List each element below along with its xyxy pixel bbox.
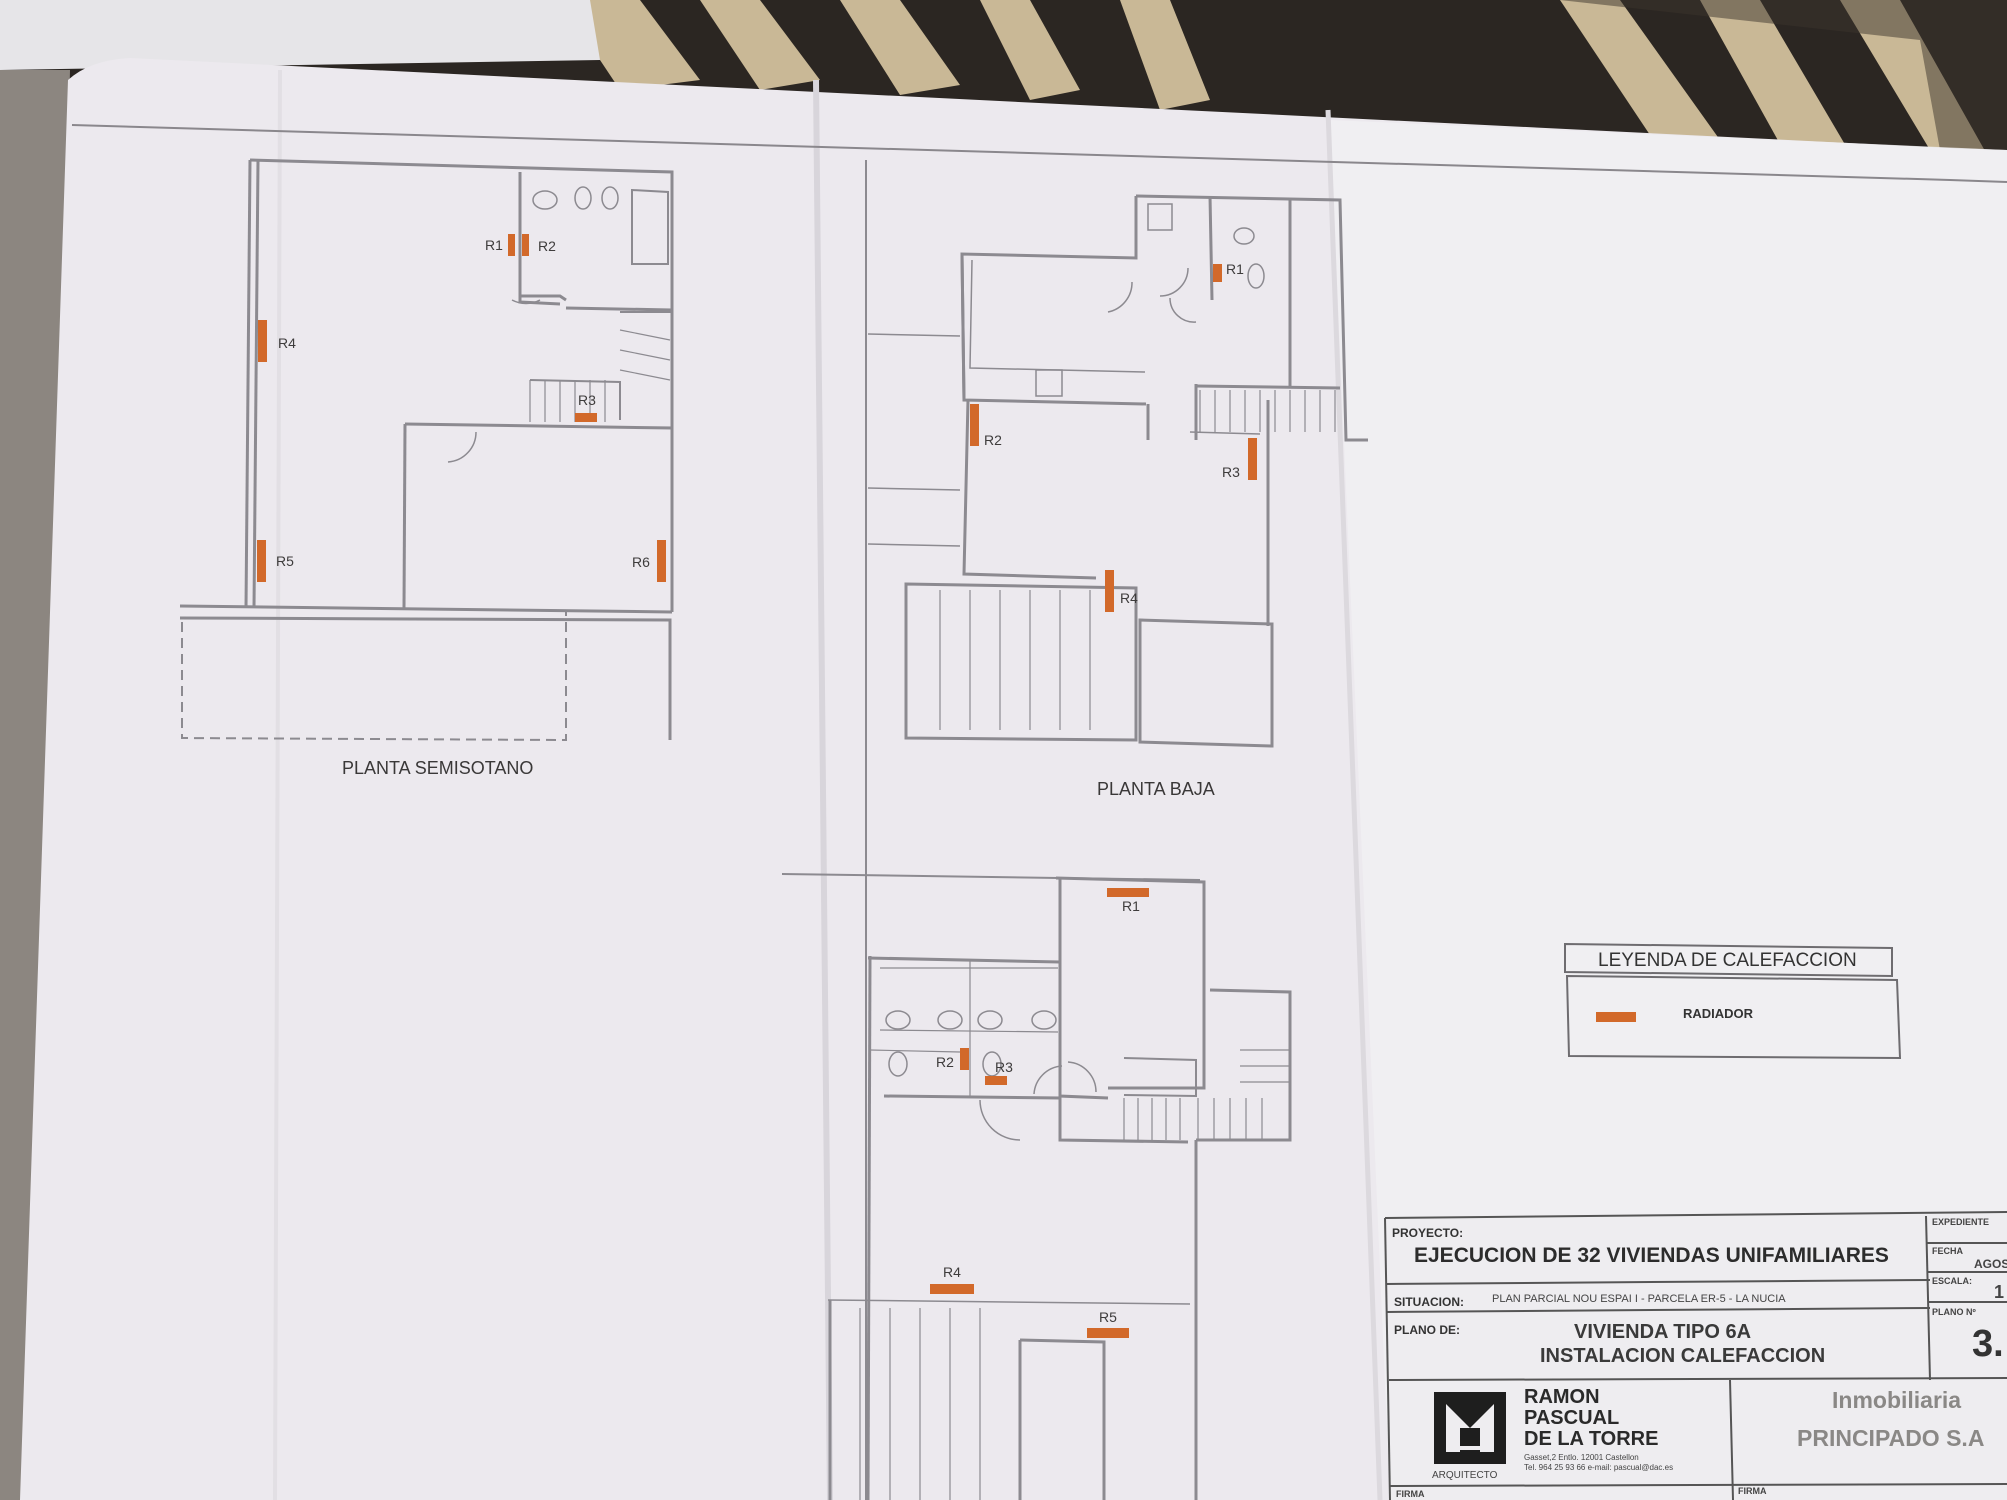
radiator-r3 (1248, 438, 1257, 480)
architect-line1: RAMON (1524, 1386, 1600, 1408)
radiator-r6 (657, 540, 666, 582)
radiator-labels-upper: R1 R2 R3 R4 R5 (936, 898, 1140, 1325)
fecha-label: FECHA (1932, 1246, 1963, 1256)
architect-address: Gasset,2 Entlo. 12001 Castellon (1524, 1453, 1639, 1462)
radiator-r4 (930, 1284, 974, 1294)
fold-crease (813, 79, 833, 1500)
radiators-baja (970, 264, 1257, 612)
client-line2: PRINCIPADO S.A (1797, 1425, 1984, 1451)
fold-crease (273, 69, 282, 1500)
radiators-semisotano (257, 234, 666, 582)
project-name: EJECUCION DE 32 VIVIENDAS UNIFAMILIARES (1414, 1244, 1889, 1267)
radiator-r4 (258, 320, 267, 362)
plan-line2: INSTALACION CALEFACCION (1540, 1345, 1825, 1367)
radiator-r3 (575, 413, 597, 422)
radiators-upper (930, 888, 1149, 1338)
radiator-r1 (1107, 888, 1149, 897)
fecha-value: AGOS (1974, 1257, 2007, 1271)
radiator-label: R3 (995, 1059, 1013, 1075)
radiator-label: R3 (578, 392, 596, 408)
radiator-label: R2 (538, 238, 556, 254)
situation-label: SITUACION: (1394, 1295, 1464, 1309)
loose-paper (0, 0, 600, 70)
architect-line3: DE LA TORRE (1524, 1428, 1658, 1450)
plan-line1: VIVIENDA TIPO 6A (1574, 1321, 1751, 1343)
escala-label: ESCALA: (1932, 1276, 1972, 1286)
plan-label: PLANO DE: (1394, 1323, 1460, 1337)
firma-label-left: FIRMA (1396, 1489, 1425, 1499)
radiator-r1 (1213, 264, 1222, 282)
plan-baja (865, 160, 1368, 1500)
radiator-label: R1 (485, 237, 503, 253)
heating-legend: LEYENDA DE CALEFACCION RADIADOR (1564, 942, 1902, 1060)
expediente-label: EXPEDIENTE (1932, 1217, 1989, 1227)
radiator-r5 (1087, 1328, 1129, 1338)
plan-title-baja: PLANTA BAJA (1097, 779, 1215, 799)
plano-num-label: PLANO Nº (1932, 1307, 1977, 1317)
radiator-label: R1 (1226, 261, 1244, 277)
plan-upper (781, 873, 1292, 1500)
legend-title: LEYENDA DE CALEFACCION (1598, 950, 1857, 971)
client-line1: Inmobiliaria (1832, 1387, 1961, 1413)
plano-num-value: 3. (1972, 1323, 2004, 1365)
radiator-label: R4 (943, 1264, 961, 1280)
radiator-r2 (960, 1048, 969, 1070)
radiator-label: R5 (1099, 1309, 1117, 1325)
radiator-r5 (257, 540, 266, 582)
legend-radiator-swatch (1596, 1012, 1636, 1022)
radiator-label: R1 (1122, 898, 1140, 914)
radiator-label: R5 (276, 553, 294, 569)
radiator-label: R2 (984, 432, 1002, 448)
architect-line2: PASCUAL (1524, 1407, 1619, 1429)
drawing-frame (71, 124, 2007, 183)
radiator-r4 (1105, 570, 1114, 612)
architect-contact: Tel. 964 25 93 66 e-mail: pascual@dac.es (1524, 1463, 1673, 1472)
radiator-label: R6 (632, 554, 650, 570)
firma-label-right: FIRMA (1738, 1486, 1767, 1496)
radiator-label: R4 (278, 335, 296, 351)
legend-title-box (1564, 942, 1893, 978)
radiator-r1 (508, 234, 515, 256)
plan-semisotano (179, 158, 674, 742)
radiator-label: R4 (1120, 590, 1138, 606)
architect-role: ARQUITECTO (1432, 1470, 1498, 1481)
legend-radiator-label: RADIADOR (1683, 1006, 1754, 1021)
radiator-labels-baja: R1 R2 R3 R4 (984, 261, 1244, 606)
legend-body-box (1565, 974, 1902, 1060)
radiator-r2 (970, 404, 979, 446)
radiator-label: R2 (936, 1054, 954, 1070)
binder-edge (0, 70, 70, 1500)
radiator-r2 (522, 234, 529, 256)
paper-highlight (1330, 120, 2007, 1500)
plan-title-semisotano: PLANTA SEMISOTANO (342, 758, 533, 778)
escala-value: 1 (1994, 1282, 2004, 1302)
project-label: PROYECTO: (1392, 1226, 1463, 1240)
situation-value: PLAN PARCIAL NOU ESPAI I - PARCELA ER-5 … (1492, 1293, 1786, 1305)
fold-crease (1325, 109, 1383, 1500)
title-block: PROYECTO: EJECUCION DE 32 VIVIENDAS UNIF… (1384, 1211, 2007, 1500)
architect-logo (1434, 1392, 1506, 1464)
radiator-labels-semisotano: R1 R2 R3 R4 R5 R6 (276, 237, 650, 570)
radiator-label: R3 (1222, 464, 1240, 480)
radiator-r3 (985, 1076, 1007, 1085)
